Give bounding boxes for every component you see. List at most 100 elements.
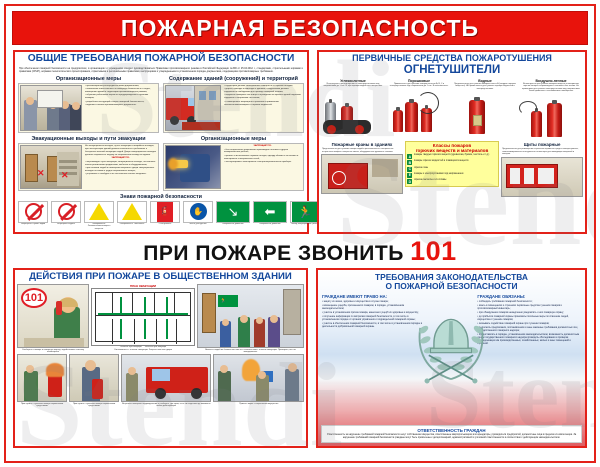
- section-title: Организационные меры: [55, 75, 122, 82]
- poster-title-bar: ПОЖАРНАЯ БЕЗОПАСНОСТЬ: [12, 11, 588, 45]
- responsibility-title: ОТВЕТСТВЕННОСТЬ ГРАЖДАН: [417, 427, 486, 433]
- photo-meeting-fire-brigade: [121, 354, 212, 403]
- extinguisher-type-co2: Углекислотные Используются при возгорани…: [321, 79, 385, 139]
- actions-top-row: 101 Сообщить о пожаре в пожарную охрану,…: [15, 283, 306, 354]
- emergency-call-banner: ПРИ ПОЖАРЕ ЗВОНИТЬ 101: [6, 238, 594, 265]
- action-step-meet-firefighters: Встретить пожарное подразделение и сообщ…: [121, 354, 212, 408]
- action-step-evacuate-people: 🏃 Вывести людей из безопасного места в с…: [197, 284, 304, 354]
- exit-arrow-left-icon: ⬅: [253, 200, 287, 223]
- extinguisher-types-row: Углекислотные Используются при возгорани…: [319, 78, 585, 140]
- photo-fire-truck-access: [165, 84, 221, 131]
- sign-item[interactable]: Пожароопасно. Окислитель: [117, 200, 147, 226]
- sign-item[interactable]: Пожароопасно. Легковоспламеняющиеся веще…: [84, 200, 114, 230]
- sign-item[interactable]: ⬅ Направление движения: [253, 200, 287, 226]
- section-bullets: На эвакуационных выходах, путях эвакуаци…: [85, 145, 156, 176]
- photo-fire-shield: [501, 156, 583, 197]
- photo-calling-fire-service: 101: [17, 284, 89, 349]
- panel-actions-header: ДЕЙСТВИЯ ПРИ ПОЖАРЕ В ОБЩЕСТВЕННОМ ЗДАНИ…: [29, 271, 292, 283]
- photo-training-meeting: [20, 84, 82, 131]
- section-fire-classes: Классы пожаров горючих веществ и материа…: [404, 140, 500, 197]
- emergency-number: 101: [410, 236, 457, 267]
- fire-class-row: A пожары твердых горючих веществ (древес…: [407, 154, 490, 160]
- section-fire-shields: Щиты пожарные Предназначены для размещен…: [501, 141, 583, 197]
- fire-safety-signs-section: Знаки пожарной безопасности Запрещается …: [15, 191, 320, 232]
- sign-item[interactable]: 🏃 Выход эвакуационный (левый): [290, 200, 320, 226]
- section-block: • организационно-распорядительными докум…: [18, 82, 159, 133]
- exit-arrow-down-right-icon: ↘: [216, 200, 250, 223]
- panel-extinguishers-header-2: ОГНЕТУШИТЕЛИ: [403, 64, 501, 77]
- photo-saving-property: [213, 354, 304, 403]
- extinguisher-image-foam: [519, 93, 583, 139]
- duties-title: ГРАЖДАНЕ ОБЯЗАНЫ:: [477, 293, 526, 299]
- rights-title: ГРАЖДАНЕ ИМЕЮТ ПРАВО НА:: [321, 293, 388, 299]
- general-mandatory-icon: ✋: [183, 200, 213, 223]
- plan-legend: Основные пути эвакуации Запасные пути эв…: [119, 346, 167, 349]
- section-organizational-measures: Организационные меры: [18, 74, 159, 133]
- sign-item[interactable]: 🧯 Огнетушитель: [150, 200, 180, 226]
- photo-using-extinguisher-1: [17, 354, 67, 403]
- responsibility-text: Ответственность за нарушение требований …: [326, 433, 577, 439]
- section-block: ЗАПРЕЩАЕТСЯ: • без специального разрешен…: [163, 143, 304, 192]
- extinguisher-type-water: Водные Предназначены для тушения пожаров…: [453, 79, 517, 139]
- citizens-rights-column: ГРАЖДАНЕ ИМЕЮТ ПРАВО НА: • защиту их жиз…: [322, 294, 426, 346]
- panel-general-requirements: ОБЩИЕ ТРЕБОВАНИЯ ПОЖАРНОЙ БЕЗОПАСНОСТИ П…: [13, 50, 320, 235]
- emergency-exit-icon: 🏃: [290, 200, 320, 223]
- fire-class-row: B пожары горючих жидкостей и плавящихся …: [407, 160, 469, 166]
- evacuation-plan-diagram: [91, 288, 195, 347]
- bottom-row: ДЕЙСТВИЯ ПРИ ПОЖАРЕ В ОБЩЕСТВЕННОМ ЗДАНИ…: [13, 268, 587, 449]
- fire-class-row: C горючие газы: [407, 166, 429, 172]
- extinguisher-type-powder: Порошковые Применяются для тушения пожар…: [387, 79, 451, 139]
- sign-item[interactable]: Запрещается тушить водой: [18, 200, 48, 226]
- actions-bottom-row: Приступить к тушению пожара первичными с…: [15, 354, 306, 410]
- photo-corridor-stairs: ✕ ✕: [20, 145, 82, 190]
- action-step-evacuation-plan: ПЛАН ЭВАКУАЦИИ: [91, 284, 195, 354]
- signs-title: Знаки пожарной безопасности: [119, 193, 202, 200]
- signs-list: Запрещается тушить водой Запрещается кур…: [18, 200, 320, 230]
- section-fire-hydrants: Пожарные краны в зданиях Предназначены д…: [321, 141, 403, 197]
- extinguisher-image-water: [453, 90, 517, 136]
- general-sections-row-1: Организационные меры: [15, 74, 307, 133]
- sign-item[interactable]: Запрещается курить: [51, 200, 81, 226]
- photo-welding-work: [165, 145, 221, 190]
- photo-using-extinguisher-2: [69, 354, 119, 403]
- section-bullets: • организационно-распорядительными докум…: [85, 84, 151, 107]
- fire-class-row: D горючие металлы и их сплавы: [407, 179, 447, 185]
- section-block: • территория должна своевременно очищать…: [163, 82, 304, 133]
- panel-extinguishers-header-1: ПЕРВИЧНЫЕ СРЕДСТВА ПОЖАРОТУШЕНИЯ: [352, 53, 552, 63]
- sign-item[interactable]: ↘ Направление движения: [216, 200, 250, 226]
- page-title: ПОЖАРНАЯ БЕЗОПАСНОСТЬ: [120, 14, 480, 41]
- fire-class-row: E пожары и электроустановки под напряжен…: [407, 172, 464, 178]
- citizens-duties-column: ГРАЖДАНЕ ОБЯЗАНЫ: • соблюдать требования…: [477, 293, 580, 346]
- panel-primary-fire-extinguishing: ПЕРВИЧНЫЕ СРЕДСТВА ПОЖАРОТУШЕНИЯ ОГНЕТУШ…: [317, 50, 587, 235]
- general-sections-row-2: Эвакуационные выходы и пути эвакуации ✕ …: [15, 135, 307, 192]
- legislation-header-1: ТРЕБОВАНИЯ ЗАКОНОДАТЕЛЬСТВА: [375, 272, 528, 283]
- no-smoking-icon: [51, 200, 81, 223]
- evacuation-plan-title: ПЛАН ЭВАКУАЦИИ: [129, 284, 157, 289]
- fire-service-emblem-icon: [408, 304, 494, 386]
- extinguisher-image-powder: [387, 88, 451, 134]
- top-row: ОБЩИЕ ТРЕБОВАНИЯ ПОЖАРНОЙ БЕЗОПАСНОСТИ П…: [13, 50, 587, 235]
- section-title: Организационные меры: [200, 136, 267, 143]
- action-step-call: 101 Сообщить о пожаре в пожарную охрану,…: [17, 284, 89, 354]
- panel-general-intro: При обеспечении пожарной безопасности на…: [19, 66, 303, 73]
- section-title: Содержание зданий (сооружений) и террито…: [169, 75, 298, 82]
- phone-number-badge: 101: [21, 288, 47, 309]
- legislation-header-2: О ПОЖАРНОЙ БЕЗОПАСНОСТИ: [385, 281, 518, 292]
- emergency-banner-text: ПРИ ПОЖАРЕ ЗВОНИТЬ: [143, 242, 404, 266]
- section-block: ✕ ✕ На эвакуационных выходах, путях эвак…: [18, 143, 159, 192]
- action-step-extinguish-b: Приступить к тушению пожара первичными с…: [69, 354, 119, 408]
- responsibility-box: ОТВЕТСТВЕННОСТЬ ГРАЖДАН Ответственность …: [320, 424, 582, 444]
- section-title: Эвакуационные выходы и пути эвакуации: [31, 136, 146, 143]
- action-step-save-property: Принять меры к сохранению имущества: [213, 354, 304, 408]
- section-hot-work-measures: Организационные меры ЗАПРЕЩАЕТСЯ: • без …: [163, 135, 304, 192]
- oxidizer-warning-icon: [117, 200, 147, 223]
- fire-safety-poster: ПОЖАРНАЯ БЕЗОПАСНОСТЬ ОБЩИЕ ТРЕБОВАНИЯ П…: [4, 4, 596, 463]
- sign-item[interactable]: ✋ Место для курения: [183, 200, 213, 226]
- section-buildings-territory: Содержание зданий (сооружений) и террито…: [163, 74, 304, 133]
- flammable-warning-icon: [84, 200, 114, 223]
- panel-actions-in-public-building: ДЕЙСТВИЯ ПРИ ПОЖАРЕ В ОБЩЕСТВЕННОМ ЗДАНИ…: [13, 268, 308, 449]
- extinguisher-image-co2: [321, 88, 385, 134]
- panel-general-header: ОБЩИЕ ТРЕБОВАНИЯ ПОЖАРНОЙ БЕЗОПАСНОСТИ: [27, 53, 295, 64]
- fire-classes-box: Классы пожаров горючих веществ и материа…: [404, 140, 500, 187]
- section-bullets: • территория должна своевременно очищать…: [224, 84, 301, 106]
